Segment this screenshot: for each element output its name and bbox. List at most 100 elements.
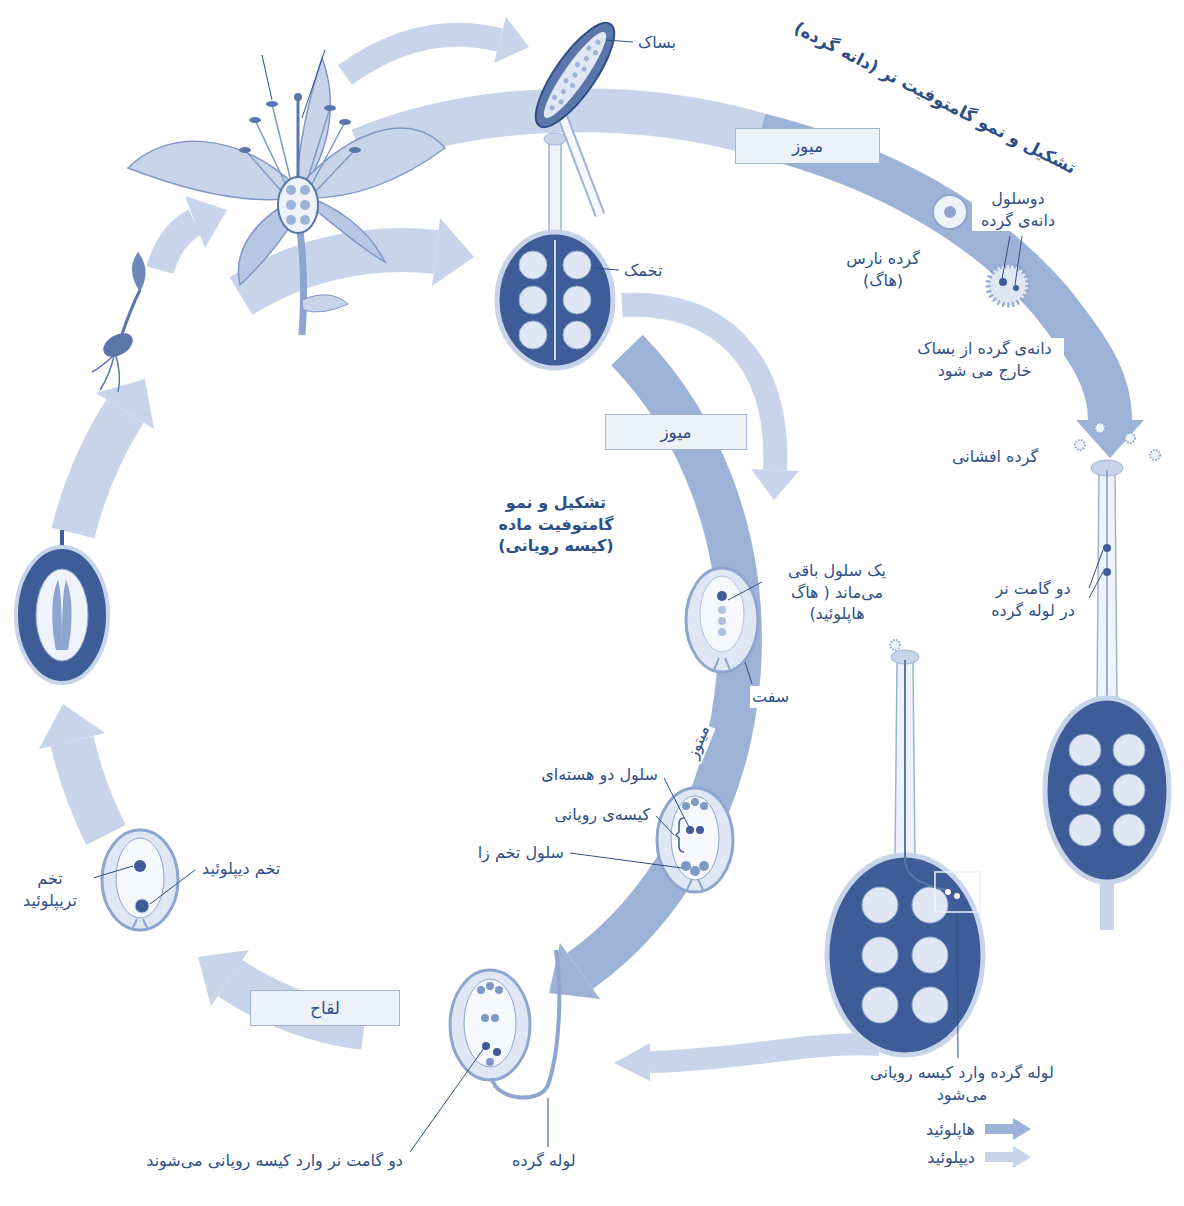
- leader-line: [1089, 550, 1103, 588]
- anther-illustration: [551, 94, 558, 101]
- pistil-illustration: [1125, 433, 1135, 443]
- leader-line: [570, 853, 682, 868]
- anther-illustration: [523, 13, 627, 138]
- leader-line: [656, 816, 674, 835]
- cycle-arrow: [345, 35, 500, 75]
- part-label: گرده افشانی: [950, 446, 1040, 468]
- leader-line: [410, 1048, 484, 1152]
- cycle-arrow: [160, 222, 195, 270]
- flower-illustration: [294, 93, 302, 101]
- flower-illustration: [249, 117, 261, 123]
- leader-line: [745, 662, 752, 684]
- anther-illustration: [560, 88, 567, 95]
- pistil-illustration: [890, 640, 900, 650]
- ovule-illustration: [687, 879, 703, 890]
- ovary-illustration: [544, 133, 566, 145]
- pistil-illustration: [1106, 470, 1108, 700]
- stage-heading: تشکیل و نمو گامتوفیت ماده (کیسه رویانی): [488, 492, 624, 557]
- cycle-arrow: [198, 950, 249, 1006]
- legend-arrow-shape: [985, 1118, 1031, 1140]
- ovule-illustration: [486, 982, 494, 990]
- anther-illustration: [536, 26, 614, 124]
- pistil-illustration: [1113, 774, 1145, 806]
- ovule-illustration: [690, 866, 700, 876]
- anther-illustration: [581, 66, 588, 73]
- pistil-illustration: [905, 660, 946, 890]
- ovule-illustration: [657, 788, 733, 892]
- ovary-illustration: [519, 321, 547, 349]
- leader-line: [548, 1098, 549, 1147]
- anther-filament: [560, 110, 600, 215]
- ovule-illustration: [135, 899, 149, 913]
- anther-illustration: [569, 82, 576, 89]
- pistil-illustration: [1113, 814, 1145, 846]
- anther-illustration: [574, 61, 581, 68]
- part-label: تخمک: [622, 260, 664, 282]
- pistil-illustration: [1069, 814, 1101, 846]
- part-label: سلول دو هسته‌ای: [539, 764, 660, 786]
- legend-arrow: [983, 1145, 1033, 1169]
- ovule-illustration: [464, 979, 516, 1067]
- pistil-illustration: [1069, 734, 1101, 766]
- anther-illustration: [592, 49, 599, 56]
- pollen-grain: [988, 265, 1028, 305]
- leader-line: [262, 55, 272, 100]
- ovule-illustration: [486, 1058, 494, 1066]
- anther-illustration: [523, 13, 627, 138]
- cycle-arrow: [345, 17, 529, 75]
- part-label: سلول تخم زا: [476, 842, 566, 864]
- pistil-illustration: [1095, 423, 1105, 433]
- ovule-illustration: [116, 838, 164, 918]
- seedling-illustration: [132, 252, 146, 292]
- step-label: میوز: [792, 136, 823, 156]
- cycle-arrow: [360, 110, 1144, 458]
- cycle-arrow: [614, 1043, 880, 1081]
- ovary-illustration: [497, 232, 613, 368]
- pistil-illustration: [1045, 698, 1169, 882]
- flower-illustration: [339, 119, 351, 125]
- leader-line: [150, 870, 195, 904]
- ovule-illustration: [657, 788, 733, 892]
- ovule-illustration: [681, 861, 691, 871]
- fruit-illustration: [52, 580, 71, 650]
- pistil-illustration: [912, 987, 948, 1023]
- leader-line: [302, 50, 325, 118]
- part-label: بساک: [636, 32, 678, 54]
- ovule-illustration: [686, 568, 758, 672]
- cycle-arrow: [241, 250, 436, 296]
- pistil-illustration: [945, 889, 951, 895]
- cycle-arrow: [432, 218, 474, 286]
- legend: هاپلوئیددیپلوئید: [895, 1115, 1033, 1171]
- cycle-arrow: [1076, 420, 1144, 458]
- pistil-illustration: [1103, 544, 1111, 552]
- ovule-illustration: [696, 826, 704, 834]
- ovary-illustration: [497, 133, 613, 368]
- anther-illustration: [558, 98, 565, 105]
- pollen-grain: [1013, 285, 1019, 291]
- cycle-arrow: [760, 135, 1110, 420]
- ovule-illustration: [718, 628, 726, 636]
- step-box: میوز: [735, 128, 880, 164]
- leader-line: [1002, 236, 1010, 279]
- pollen-grain: [933, 195, 967, 229]
- pistil-illustration: [954, 893, 960, 899]
- pistil-illustration: [1113, 734, 1145, 766]
- cycle-arrow: [650, 1044, 880, 1062]
- ovule-illustration: [682, 802, 690, 810]
- pollen-grain: [933, 195, 967, 229]
- pistil-illustration: [827, 855, 983, 1055]
- anther-illustration: [563, 77, 570, 84]
- process-label: میتوز: [681, 720, 715, 764]
- ovule-illustration: [450, 950, 559, 1098]
- legend-text: هاپلوئید: [895, 1120, 975, 1139]
- flower-illustration: [300, 215, 310, 225]
- ovary-illustration: [563, 321, 591, 349]
- cycle-arrow: [96, 379, 154, 429]
- ovule-illustration: [714, 658, 730, 670]
- ovule-illustration: [686, 826, 694, 834]
- part-label: سفت: [750, 686, 791, 708]
- part-label: دانه‌ی گرده از بساک خارج می شود: [905, 338, 1064, 381]
- pistil-illustration: [862, 937, 898, 973]
- flower-illustration: [286, 185, 296, 195]
